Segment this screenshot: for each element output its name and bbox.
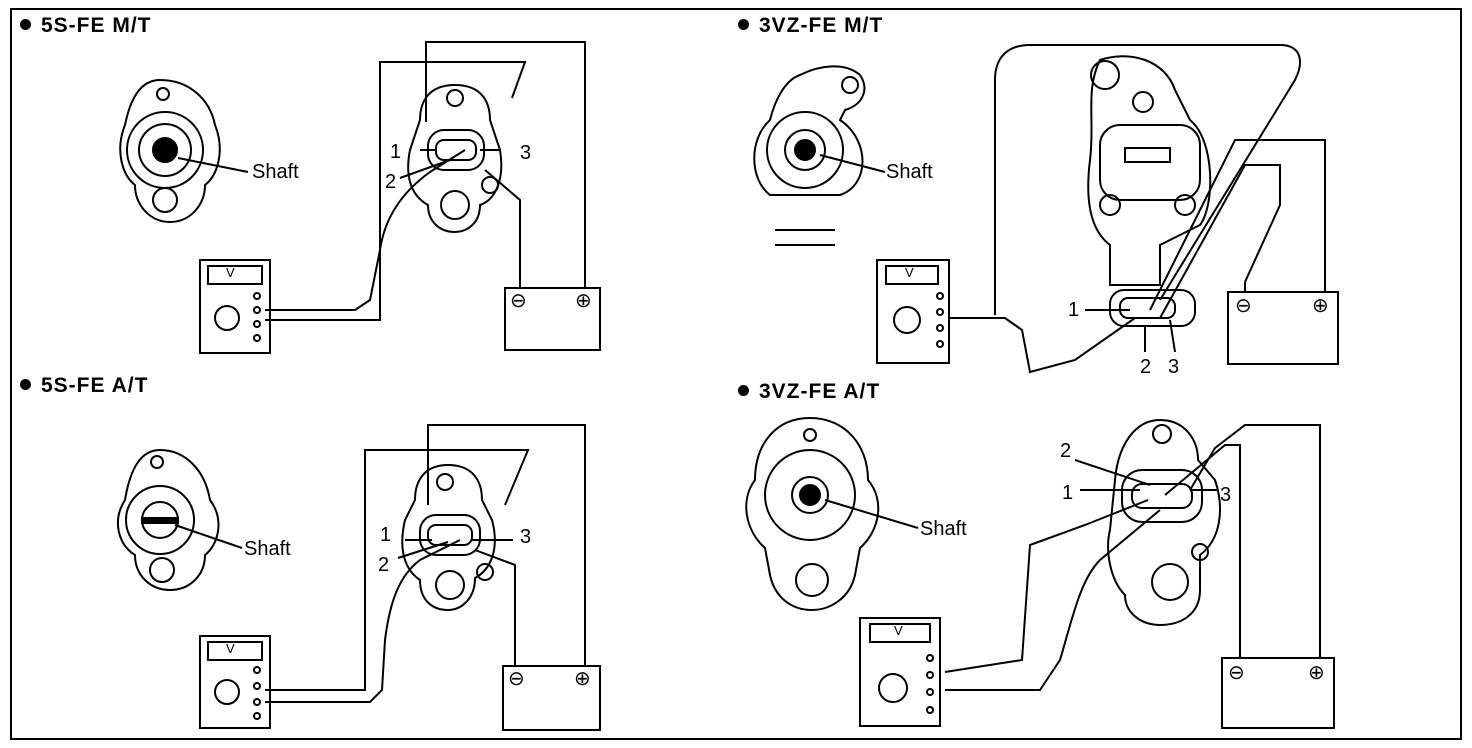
terminal-2-label: 2 xyxy=(1140,356,1152,378)
wire-term2-meter-3 xyxy=(265,539,461,703)
sensor-back-view xyxy=(119,78,221,224)
wire-term1-battery-pos-3 xyxy=(427,424,586,655)
battery-positive-label: ⊕ xyxy=(1312,295,1329,317)
bullet-icon xyxy=(738,384,749,396)
shaft-label: Shaft xyxy=(252,161,299,183)
wire-term2-meter xyxy=(265,149,466,311)
panel-5s-fe-mt-graphics xyxy=(119,41,601,354)
voltmeter-label: V xyxy=(226,641,235,656)
sensor-connector-view-4 xyxy=(1107,418,1221,627)
wire-term2-meter-4 xyxy=(945,509,1161,691)
terminal-1-label: 1 xyxy=(390,141,402,163)
voltmeter-3 xyxy=(199,635,271,729)
terminal-1-label: 1 xyxy=(1068,299,1080,321)
shaft-label: Shaft xyxy=(886,161,933,183)
panel-title-5s-fe-at: 5S-FE A/T xyxy=(20,374,148,398)
wire-term1-meter xyxy=(994,44,1301,315)
wire-term2-meter xyxy=(950,317,1136,374)
battery-1 xyxy=(504,275,601,351)
shaft-leader-line-3 xyxy=(174,524,243,549)
sensor-connector-view-2 xyxy=(1087,55,1212,327)
battery-positive-label: ⊕ xyxy=(574,668,591,690)
battery-negative-label: ⊖ xyxy=(510,290,527,312)
battery-4 xyxy=(1221,648,1335,729)
battery-3 xyxy=(502,655,601,731)
shaft-label: Shaft xyxy=(920,518,967,540)
voltmeter-1 xyxy=(199,259,271,354)
voltmeter-label: V xyxy=(905,265,914,280)
sensor-connector-view xyxy=(407,83,503,234)
terminal-2-label: 2 xyxy=(1060,440,1072,462)
sensor-back-view-4 xyxy=(745,416,880,612)
terminal-1-label: 1 xyxy=(380,524,392,546)
terminal-3-label: 3 xyxy=(1168,356,1180,378)
voltmeter-4 xyxy=(859,617,941,727)
wire-term3-battery-neg xyxy=(1159,164,1281,319)
sensor-back-view-2 xyxy=(753,65,866,246)
bullet-icon xyxy=(20,18,31,30)
terminal-3-label: 3 xyxy=(1220,484,1232,506)
wire-term3-meter-3 xyxy=(265,449,530,691)
shaft-label: Shaft xyxy=(244,538,291,560)
shaft-leader-line xyxy=(177,157,249,173)
battery-negative-label: ⊖ xyxy=(1228,662,1245,684)
shaft-leader-line-2 xyxy=(819,154,886,173)
sensor-back-view-3 xyxy=(117,448,220,592)
terminal-3-label: 3 xyxy=(520,526,532,548)
battery-positive-label: ⊕ xyxy=(575,290,592,312)
wire-term3-battery-pos-4 xyxy=(1189,424,1321,648)
panel-title-3vz-fe-mt: 3VZ-FE M/T xyxy=(738,14,883,38)
wire-term3-battery-neg-4 xyxy=(1164,444,1241,648)
bullet-icon xyxy=(20,378,31,390)
panel-title-3vz-fe-at: 3VZ-FE A/T xyxy=(738,380,880,404)
terminal-2-label: 2 xyxy=(378,554,390,576)
wire-term1-battery-pos xyxy=(425,41,586,275)
panel-3vz-fe-at-graphics xyxy=(745,416,1335,729)
diagram-frame xyxy=(10,8,1462,740)
panel-3vz-fe-mt-graphics xyxy=(753,44,1339,374)
sensor-connector-view-3 xyxy=(401,463,496,612)
wire-term3-meter xyxy=(265,61,527,321)
terminal-1-label: 1 xyxy=(1062,482,1074,504)
wire-term3-battery-neg-3 xyxy=(474,549,516,655)
wire-term3-battery-pos xyxy=(1149,139,1326,311)
wire-term3-battery-neg xyxy=(484,169,521,275)
voltmeter-label: V xyxy=(226,265,235,280)
panel-5s-fe-at-graphics xyxy=(117,424,601,731)
voltmeter-2 xyxy=(876,259,950,364)
battery-negative-label: ⊖ xyxy=(1235,295,1252,317)
voltmeter-label: V xyxy=(894,623,903,638)
battery-positive-label: ⊕ xyxy=(1308,662,1325,684)
battery-negative-label: ⊖ xyxy=(508,668,525,690)
panel-title-5s-fe-mt: 5S-FE M/T xyxy=(20,14,152,38)
bullet-icon xyxy=(738,18,749,30)
terminal-3-label: 3 xyxy=(520,142,532,164)
battery-2 xyxy=(1227,282,1339,365)
shaft-leader-line-4 xyxy=(824,499,919,529)
terminal-2-label: 2 xyxy=(385,171,397,193)
wire-term1-meter-4 xyxy=(944,499,1149,673)
